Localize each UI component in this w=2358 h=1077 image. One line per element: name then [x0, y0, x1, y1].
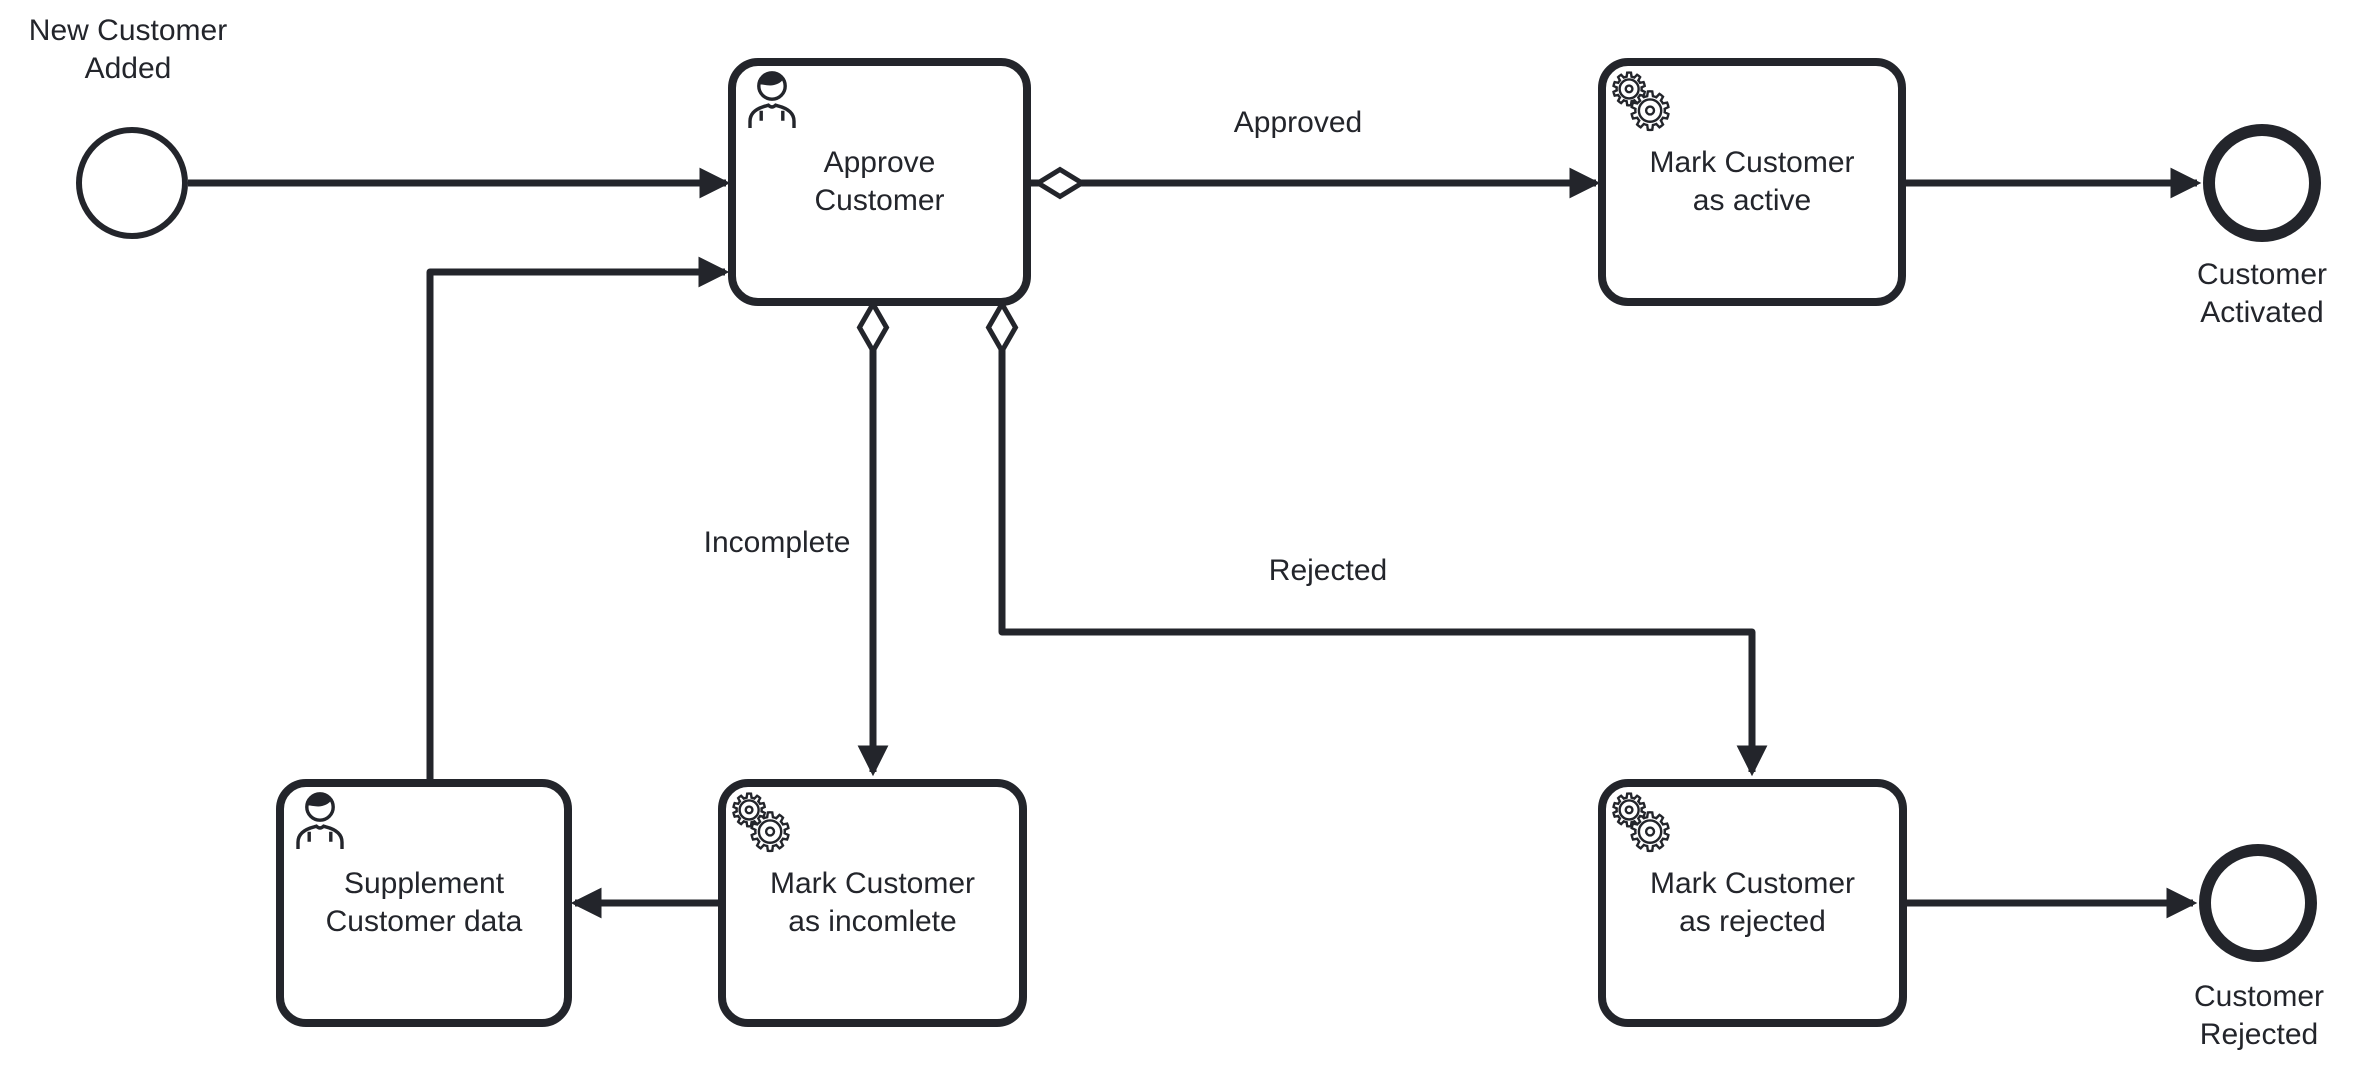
- task-label-supplement-customer-data: Supplement Customer data: [325, 867, 523, 938]
- conditional-marker-rejected: [985, 298, 1019, 357]
- start-event-label: New Customer Added: [28, 14, 228, 85]
- flow-label-approved: Approved: [1233, 106, 1363, 139]
- service-task-icon: ⚙ ⚙: [1608, 63, 1674, 143]
- flow-label-incomplete: Incomplete: [703, 526, 851, 559]
- service-task-icon: ⚙ ⚙: [728, 784, 794, 864]
- gear-icon: ⚙: [1627, 82, 1674, 142]
- end-event-activated-circle[interactable]: [2203, 124, 2321, 242]
- end-event-activated-label: Customer Activated: [2196, 258, 2328, 329]
- flow-rejected[interactable]: [998, 302, 1768, 777]
- flow-supplement-to-approve-loop[interactable]: [426, 256, 730, 783]
- task-label-mark-customer-as-incomplete: Mark Customer as incomlete: [769, 867, 976, 938]
- end-event-rejected-circle[interactable]: [2199, 844, 2317, 962]
- gear-icon: ⚙: [747, 803, 794, 863]
- flow-label-rejected: Rejected: [1268, 554, 1388, 587]
- task-approve-customer[interactable]: [728, 58, 1031, 306]
- task-mark-customer-as-active[interactable]: [1598, 58, 1906, 306]
- gear-icon: ⚙: [1627, 803, 1674, 863]
- gear-icon: ⚙: [1609, 786, 1648, 837]
- service-task-icon: ⚙ ⚙: [1608, 784, 1674, 864]
- task-mark-customer-as-incomplete[interactable]: [718, 779, 1027, 1027]
- task-supplement-customer-data[interactable]: [276, 779, 572, 1027]
- task-label-mark-customer-as-active: Mark Customer as active: [1649, 146, 1855, 217]
- gear-icon: ⚙: [729, 786, 768, 837]
- task-label-mark-customer-as-rejected: Mark Customer as rejected: [1649, 867, 1856, 938]
- conditional-marker-incomplete: [856, 298, 890, 357]
- gear-icon: ⚙: [1609, 65, 1648, 116]
- user-task-icon: [748, 71, 796, 128]
- start-event-circle[interactable]: [76, 127, 188, 239]
- user-task-icon: [296, 792, 344, 849]
- task-label-approve-customer: Approve Customer: [814, 146, 945, 217]
- task-mark-customer-as-rejected[interactable]: [1598, 779, 1907, 1027]
- end-event-rejected-label: Customer Rejected: [2193, 980, 2325, 1051]
- conditional-marker-approved: [1033, 166, 1087, 200]
